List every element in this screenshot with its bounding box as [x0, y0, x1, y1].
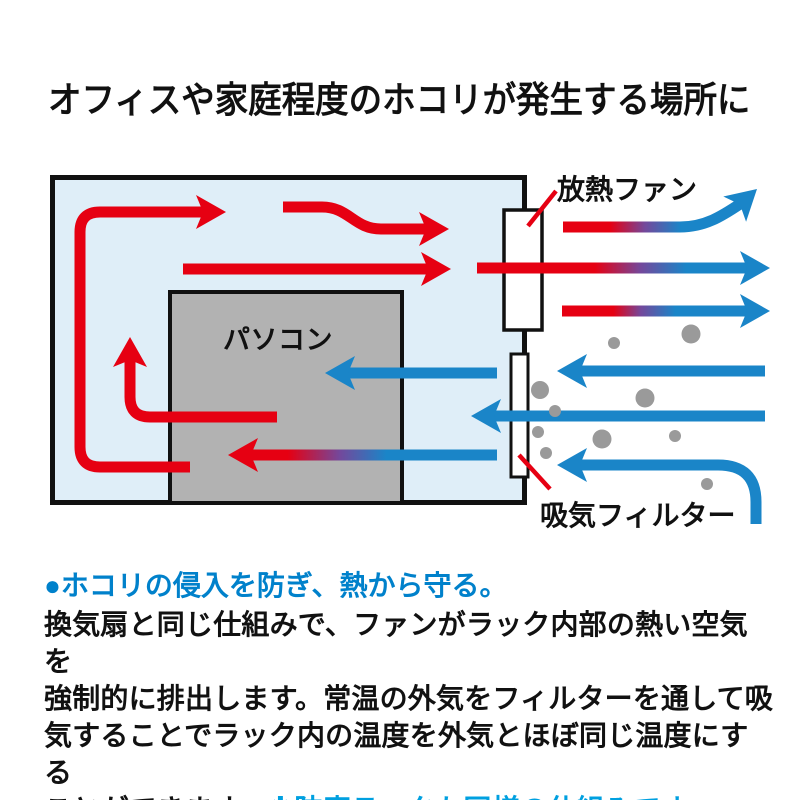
hot-air-loop-arrow	[74, 206, 203, 473]
exhaust-arrow-bottom-head	[740, 294, 770, 328]
dust-particle	[681, 324, 701, 344]
pc-label: パソコン	[223, 325, 333, 355]
fan-leader-line	[526, 189, 558, 228]
intake-arrow-curved-head	[557, 448, 587, 482]
hot-air-arrows	[74, 195, 451, 473]
body-line-2: 強制的に排出します。常温の外気をフィルターを通して吸	[44, 683, 774, 714]
body-paragraph: 換気扇と同じ仕組みで、ファンがラック内部の熱い空気を 強制的に排出します。常温の…	[44, 606, 774, 800]
filter-leader-line	[517, 453, 552, 491]
dust-particles	[531, 324, 713, 490]
intake-arrow-outer-top-head	[557, 354, 587, 388]
exhaust-arrow-top-head	[723, 189, 757, 222]
hot-air-scurve-arrowhead	[419, 212, 449, 246]
leader-lines	[517, 189, 558, 491]
dust-particle	[531, 381, 549, 399]
exhaust-air-arrows	[477, 189, 770, 328]
dust-particle	[532, 426, 544, 438]
dust-particle	[540, 447, 552, 459]
warming-air-arrowhead	[228, 438, 258, 472]
dust-particle	[669, 430, 681, 442]
hot-air-mid-arrowhead	[421, 252, 451, 286]
body-note: ※防塵ラックも同様の仕組みです。	[267, 794, 715, 800]
intake-arrow-through-head	[471, 399, 501, 433]
dust-particle	[592, 429, 612, 449]
hot-air-up-arrow	[124, 360, 277, 423]
intake-arrow-inner-top-head	[325, 356, 355, 390]
dust-particle	[635, 388, 655, 408]
fan-label: 放熱ファン	[557, 174, 698, 205]
pc-box	[168, 290, 404, 505]
intake-arrow-curved	[580, 459, 762, 524]
body-line: ことができます。※防塵ラックも同様の仕組みです。	[44, 791, 774, 800]
hot-air-scurve-arrow	[283, 201, 426, 235]
page-title: オフィスや家庭程度のホコリが発生する場所に	[48, 79, 751, 120]
section-heading: ●ホコリの侵入を防ぎ、熱から守る。	[44, 570, 508, 601]
filter-label: 吸気フィルター	[540, 500, 736, 531]
warming-air-arrow	[228, 438, 497, 472]
body-line-3: 気することでラック内の温度を外気とほぼ同じ温度にする	[44, 720, 749, 788]
dust-particle	[608, 337, 620, 349]
cool-air-arrows	[325, 354, 765, 524]
body-line-1: 換気扇と同じ仕組みで、ファンがラック内部の熱い空気を	[44, 609, 748, 677]
body-line: 強制的に排出します。常温の外気をフィルターを通して吸	[44, 680, 774, 717]
hot-air-up-arrowhead	[113, 337, 147, 367]
body-line-4: ことができます。	[44, 794, 267, 800]
hot-air-loop-arrowhead	[196, 195, 226, 229]
body-line: 気することでラック内の温度を外気とほぼ同じ温度にする	[44, 717, 774, 791]
exhaust-arrow-top	[563, 199, 744, 233]
body-line: 換気扇と同じ仕組みで、ファンがラック内部の熱い空気を	[44, 606, 774, 680]
dust-particle	[549, 405, 561, 417]
exhaust-arrow-mid-head	[740, 251, 770, 285]
dust-particle	[701, 478, 713, 490]
